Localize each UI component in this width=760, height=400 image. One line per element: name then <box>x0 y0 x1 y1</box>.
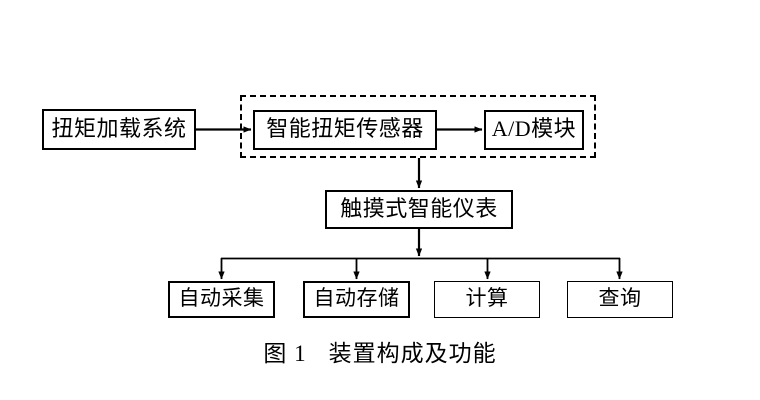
node-auto-acquisition[interactable]: 自动采集 <box>168 281 275 318</box>
sensor-module-group-box <box>240 95 596 158</box>
node-label-torque-loading-system: 扭矩加载系统 <box>51 115 187 141</box>
node-label-auto-storage: 自动存储 <box>313 286 400 310</box>
node-smart-torque-sensor[interactable]: 智能扭矩传感器 <box>253 110 437 150</box>
node-torque-loading-system[interactable]: 扭矩加载系统 <box>42 109 196 150</box>
node-label-query: 查询 <box>598 286 642 310</box>
node-auto-storage[interactable]: 自动存储 <box>303 281 410 318</box>
node-label-calculation: 计算 <box>465 286 509 310</box>
node-label-auto-acquisition: 自动采集 <box>178 286 265 310</box>
node-label-touch-smart-instrument: 触摸式智能仪表 <box>340 195 498 221</box>
figure-caption: 图 1 装置构成及功能 <box>0 334 760 368</box>
node-touch-smart-instrument[interactable]: 触摸式智能仪表 <box>325 190 513 229</box>
figure-caption-title: 装置构成及功能 <box>328 341 497 366</box>
node-label-ad-module: A/D模块 <box>491 116 577 141</box>
node-ad-module[interactable]: A/D模块 <box>484 110 584 150</box>
figure-caption-number: 图 1 <box>263 341 307 366</box>
node-query[interactable]: 查询 <box>567 281 673 318</box>
node-label-smart-torque-sensor: 智能扭矩传感器 <box>266 116 424 141</box>
node-calculation[interactable]: 计算 <box>434 281 540 318</box>
